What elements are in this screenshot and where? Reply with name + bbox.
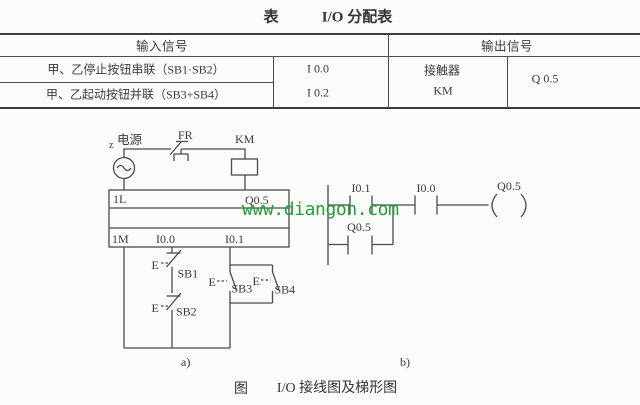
contact-blade [166, 249, 182, 268]
plc-box [108, 189, 290, 248]
contact-label-i00: I0.0 [417, 181, 436, 195]
sb2-button-symbol: E SB2 [152, 292, 197, 348]
input-signal-header: 输入信号 [135, 39, 189, 54]
table-col-divider-3 [507, 56, 508, 107]
terminal-i01: I0.1 [225, 232, 244, 246]
actuator-e: E [253, 274, 260, 288]
contact-blade [169, 141, 182, 156]
km-coil: KM [230, 132, 259, 190]
table-col-divider-1 [273, 56, 274, 107]
branch-contact-label-q05: Q0.5 [347, 220, 371, 234]
coil-rect [230, 158, 259, 176]
table-title-prefix: 表 [263, 9, 279, 26]
subfigure-a-label: a) [181, 355, 190, 369]
fr-label: FR [178, 128, 193, 142]
ac-power-source: z 电源 [109, 133, 171, 190]
table-col-divider-2 [388, 33, 389, 107]
actuator-e: E [209, 275, 216, 289]
no-contact-q05 [347, 235, 373, 255]
output-device: 接触器 [423, 63, 461, 78]
figure-caption: I/O 接线图及梯形图 [276, 381, 398, 396]
terminal-q05: Q0.5 [245, 193, 269, 207]
output-signal-header: 输出信号 [480, 39, 534, 54]
table-border-bottom [0, 107, 640, 109]
terminal-1l: 1L [113, 192, 126, 206]
contact-blade [229, 271, 238, 291]
contact-label-i01: I0.1 [352, 181, 371, 195]
sb2-label: SB2 [176, 305, 197, 319]
sb3-sb4-parallel-branch: E SB3 E SB4 [209, 247, 296, 348]
input-row-address: I 0.0 [307, 61, 329, 76]
coil-label-q05: Q0.5 [497, 179, 521, 193]
terminal-i00: I0.0 [156, 232, 175, 246]
watermark-text: www.diangon.com [242, 199, 399, 220]
table-header-divider [0, 56, 640, 57]
contact-blade [271, 271, 280, 291]
input-row-desc: 甲、乙停止按钮串联（SB1·SB2） [47, 62, 225, 77]
table-title: I/O 分配表 [321, 9, 393, 26]
actuator-e: E [152, 258, 159, 272]
km-label: KM [235, 132, 255, 146]
input-wiring: E SB1 E SB2 E [123, 247, 296, 349]
power-label: 电源 [117, 133, 143, 147]
input-row-desc: 甲、乙起动按钮并联（SB3+SB4） [45, 87, 227, 102]
sb1-button-symbol: E SB1 [152, 247, 199, 293]
terminal-1m: 1M [112, 232, 129, 246]
ladder-diagram: I0.1 I0.0 Q0.5 Q0.5 [327, 179, 527, 265]
ac-sine-icon [116, 164, 132, 172]
table-row-divider [0, 82, 273, 83]
sb4-label: SB4 [275, 283, 296, 297]
no-contact-i00 [414, 195, 438, 215]
contact-blade [166, 292, 182, 311]
figure-caption-prefix: 图 [234, 382, 248, 397]
output-device-name: KM [433, 83, 453, 98]
subfigure-b-label: b) [400, 355, 410, 369]
output-address: Q 0.5 [531, 71, 559, 86]
wire [181, 148, 246, 159]
fr-contact-symbol: FR [169, 128, 246, 161]
table-border-top [0, 33, 640, 35]
coil-right-paren [520, 193, 527, 218]
actuator-e: E [152, 301, 159, 315]
sb1-label: SB1 [178, 267, 199, 281]
coil-left-paren [491, 193, 498, 218]
input-row-address: I 0.2 [307, 85, 329, 100]
wire [123, 148, 171, 158]
rung-branch: Q0.5 [328, 205, 394, 255]
plc-terminal-box: 1L Q0.5 1M I0.0 I0.1 [108, 189, 290, 248]
sb3-label: SB3 [232, 282, 253, 296]
power-note: z [109, 140, 114, 151]
thermal-element-icon [173, 153, 189, 161]
